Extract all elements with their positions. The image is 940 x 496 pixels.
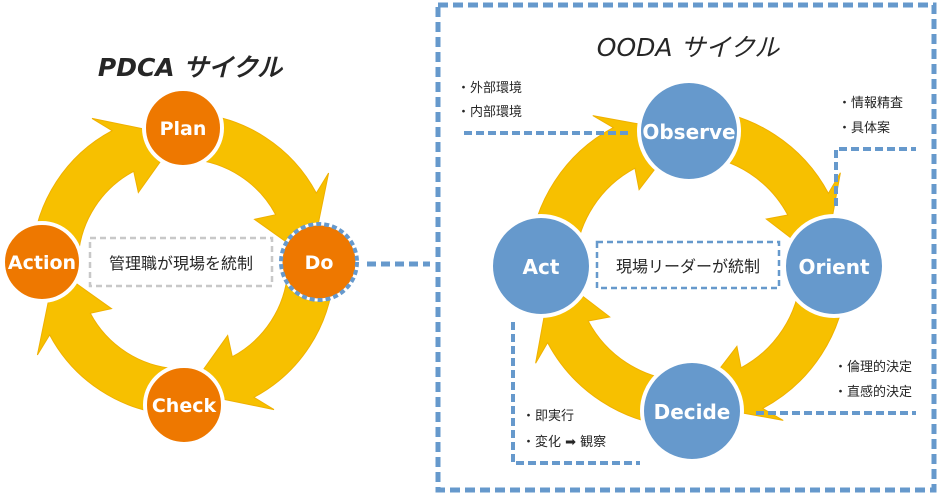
plan-circle	[142, 87, 224, 169]
ooda-node-act[interactable]: Act	[489, 214, 593, 318]
observe-notes: ・外部環境 ・内部環境	[457, 81, 522, 120]
pdca-title: PDCA サイクル	[98, 53, 284, 82]
do-label: Do	[305, 252, 334, 274]
decide-notes: ・倫理的決定 ・直感的決定	[834, 359, 912, 400]
ooda-cycle: OODA サイクル 現場リーダーが統制 ・外部環境 ・内部環境 ・情報精査 ・具…	[435, 2, 937, 493]
action-circle	[1, 221, 83, 303]
orient-notes: ・情報精査 ・具体案	[838, 96, 903, 136]
check-circle	[143, 364, 225, 446]
check-label: Check	[152, 395, 217, 417]
observe-circle	[637, 79, 741, 183]
orient-label: Orient	[798, 255, 870, 279]
ooda-frame	[435, 2, 937, 493]
ooda-center-frame	[595, 240, 781, 290]
pdca-arrow-top-right	[189, 112, 330, 261]
note-item: ・外部環境	[457, 81, 522, 96]
decide-circle	[640, 359, 744, 463]
decide-label: Decide	[654, 400, 731, 424]
note-item: ・直感的決定	[834, 384, 912, 400]
act-circle	[489, 214, 593, 318]
ooda-node-observe[interactable]: Observe	[637, 79, 741, 183]
note-item: ・倫理的決定	[834, 359, 912, 375]
do-highlight-ring	[279, 222, 359, 302]
ooda-node-decide[interactable]: Decide	[640, 359, 744, 463]
ooda-node-orient[interactable]: Orient	[782, 214, 886, 318]
pdca-node-do[interactable]: Do	[279, 222, 359, 302]
act-notes: ・即実行 ・変化 ➡ 観察	[522, 408, 606, 450]
act-label: Act	[523, 255, 560, 279]
pdca-arrow-bottom-right	[186, 270, 335, 411]
note-item: ・即実行	[522, 408, 574, 424]
pdca-node-plan[interactable]: Plan	[142, 87, 224, 169]
note-item: ・内部環境	[457, 104, 522, 120]
pdca-node-action[interactable]: Action	[1, 221, 83, 303]
note-item: ・情報精査	[838, 96, 903, 111]
note-item: ・具体案	[838, 121, 890, 136]
note-item: ・変化 ➡ 観察	[522, 434, 606, 450]
pdca-cycle: PDCA サイクル 管理職が現場を統制 Plan Do Check Action	[1, 53, 430, 446]
ooda-title: OODA サイクル	[597, 33, 780, 62]
pdca-center-label: 管理職が現場を統制	[109, 254, 253, 273]
pdca-arrow-bottom-left	[36, 267, 177, 416]
plan-label: Plan	[160, 118, 207, 140]
pdca-arrow-ring	[31, 112, 335, 416]
orient-circle	[782, 214, 886, 318]
pdca-node-check[interactable]: Check	[143, 364, 225, 446]
observe-label: Observe	[642, 120, 735, 144]
ooda-arrow-bottom-left	[535, 271, 681, 428]
action-label: Action	[8, 252, 76, 274]
ooda-center-label: 現場リーダーが統制	[616, 257, 760, 276]
pdca-center-frame	[88, 236, 274, 288]
pdca-arrow-top-left	[31, 117, 180, 258]
orient-note-bracket	[834, 147, 916, 206]
